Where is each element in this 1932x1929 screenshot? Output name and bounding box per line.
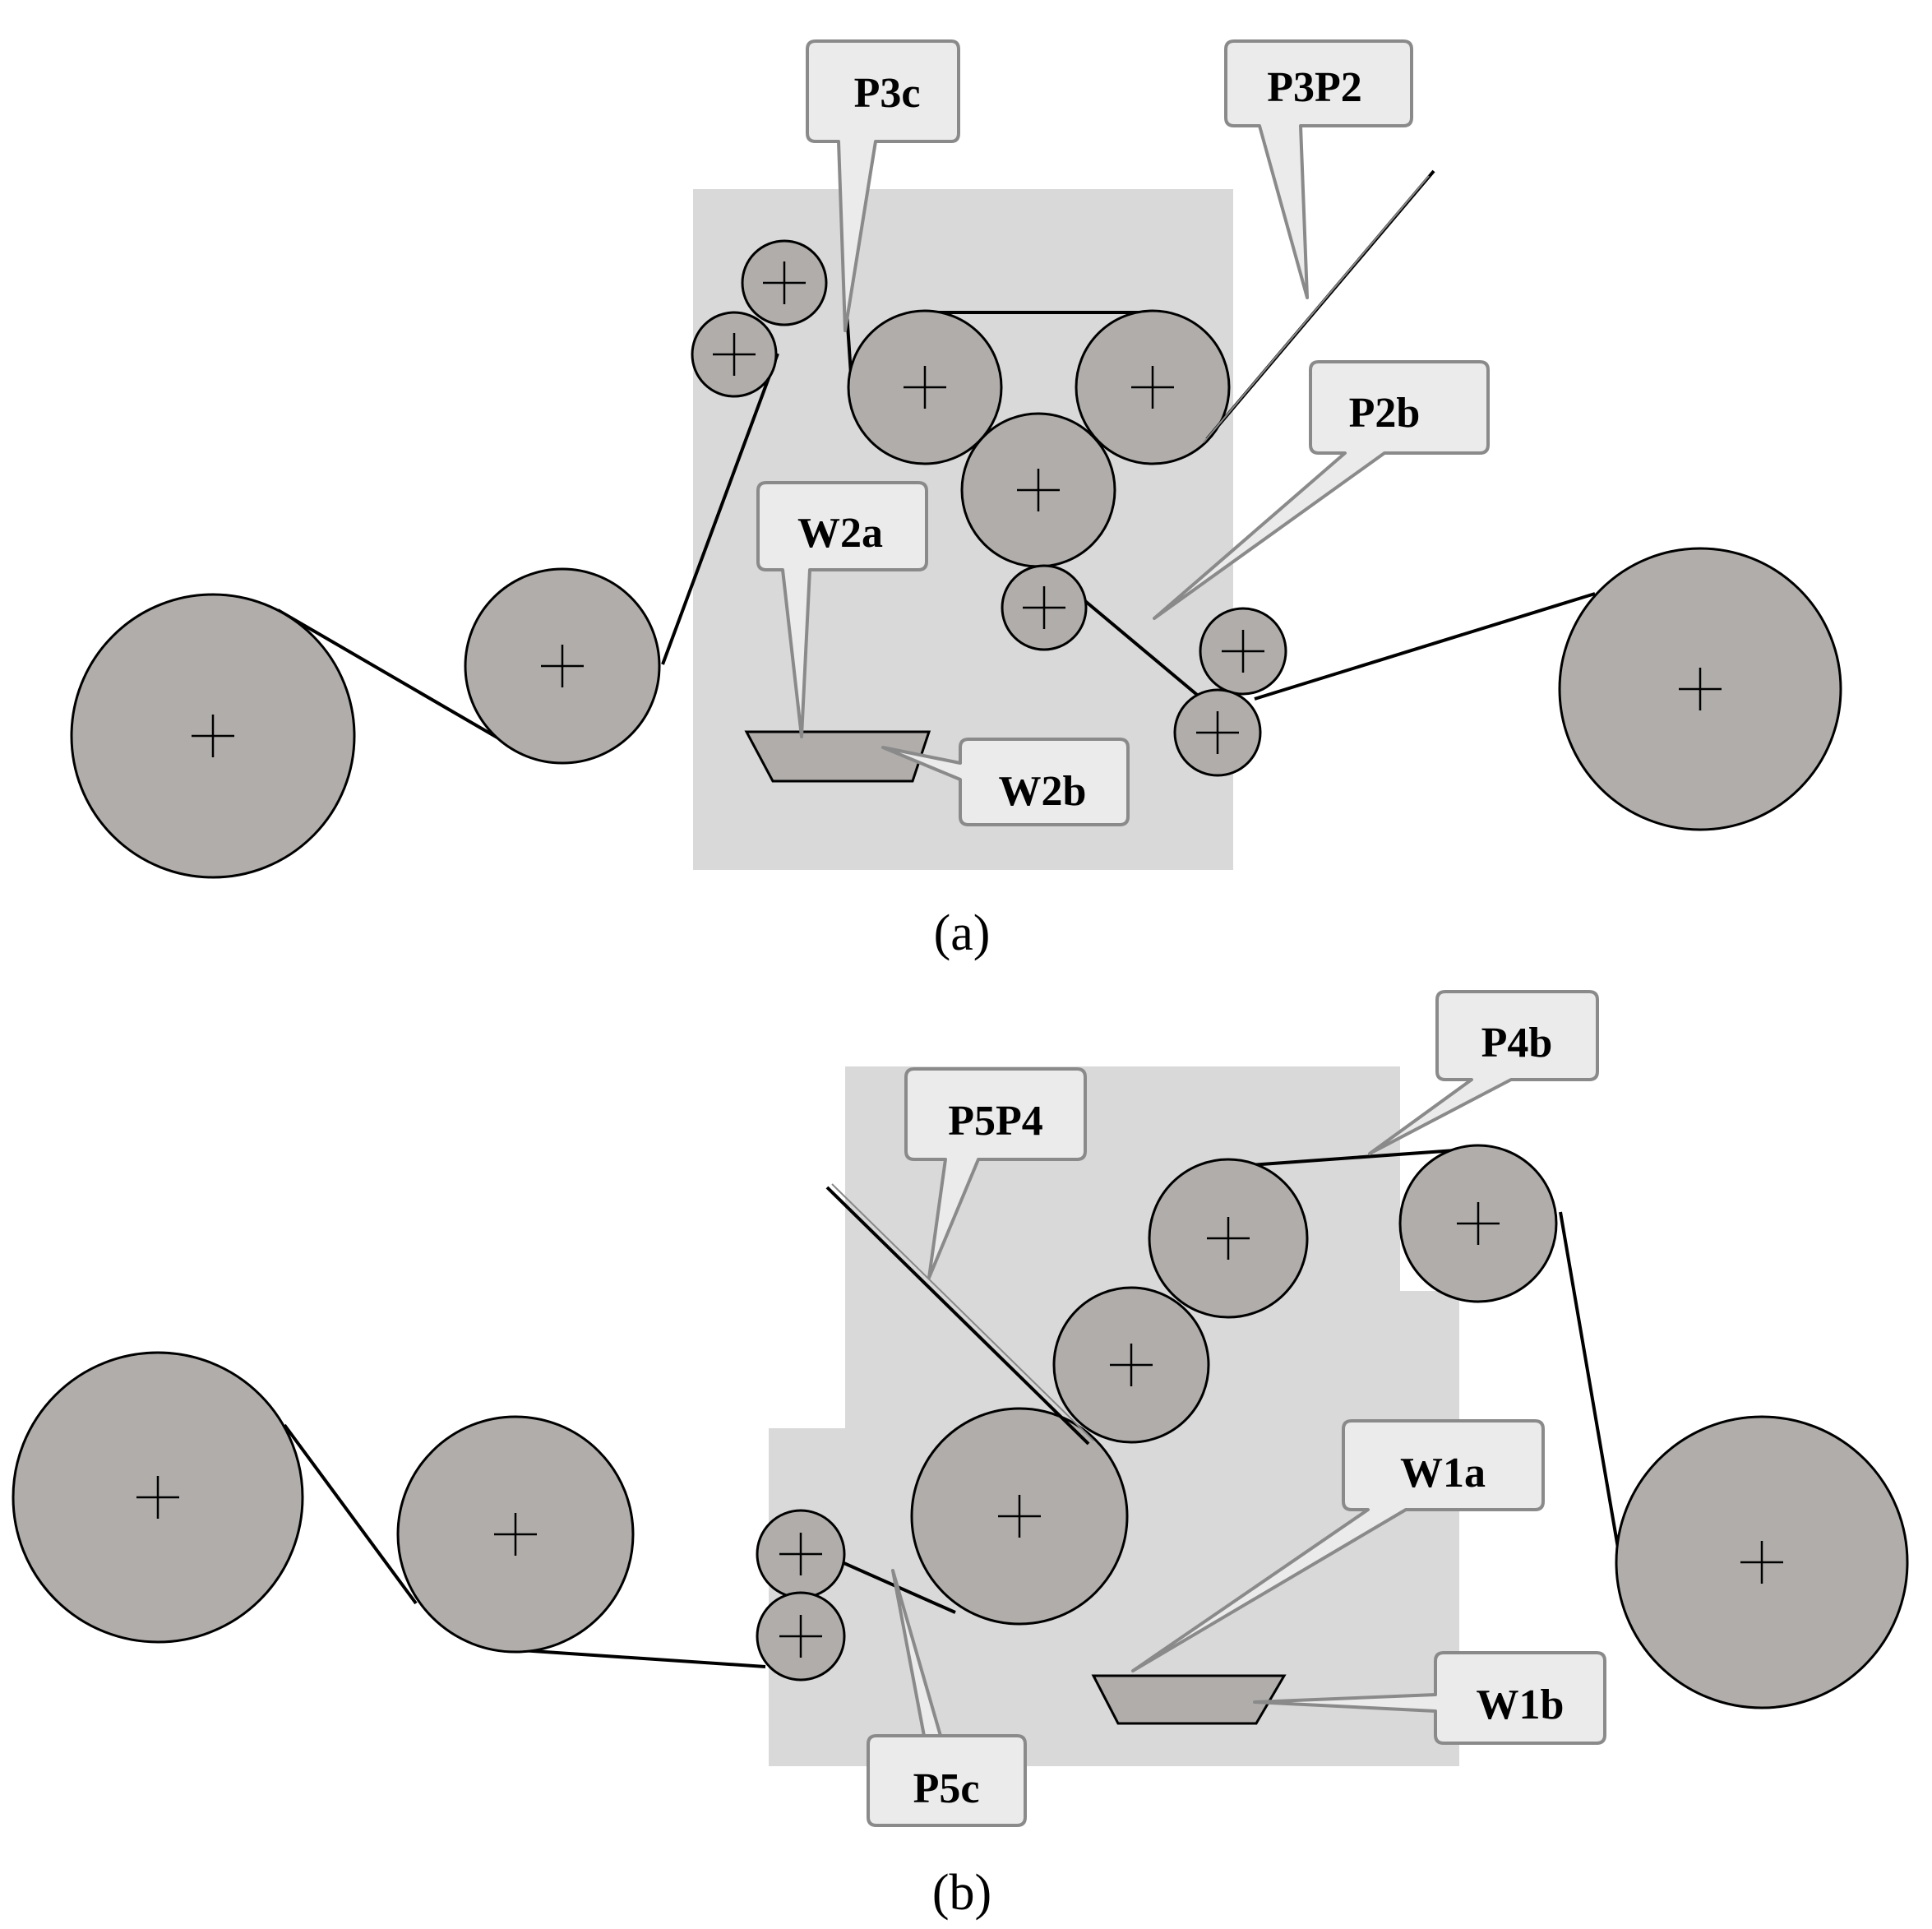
roller xyxy=(960,412,1116,568)
roller-center-cross-icon xyxy=(1023,586,1065,629)
callout-label-p2b: P2b xyxy=(1349,390,1421,437)
roller-center-cross-icon xyxy=(1679,668,1722,710)
roller xyxy=(691,311,778,398)
panel-a-tray xyxy=(744,730,931,783)
panel-a-blade xyxy=(1203,169,1435,443)
panel-b-caption: (b) xyxy=(932,1865,991,1921)
roller xyxy=(1052,1286,1210,1444)
panel-b-blade xyxy=(825,1183,1094,1446)
roller-center-cross-icon xyxy=(1457,1202,1500,1245)
roller xyxy=(1615,1415,1909,1709)
roller xyxy=(1148,1158,1309,1319)
roller-center-cross-icon xyxy=(1740,1541,1783,1584)
roller-center-cross-icon xyxy=(1222,630,1264,673)
callout-p3c: P3c xyxy=(806,39,960,332)
callout-w2a: W2a xyxy=(756,481,928,738)
roller xyxy=(756,1509,846,1599)
roller-center-cross-icon xyxy=(136,1476,179,1519)
roller xyxy=(464,567,661,765)
roller xyxy=(847,309,1003,465)
callout-w1b: W1b xyxy=(1253,1651,1606,1745)
roller xyxy=(1001,564,1088,651)
panel-a: P3c P3P2 P2b W2a W2b (a) xyxy=(70,39,1842,961)
callout-label-p5c: P5c xyxy=(913,1765,980,1812)
callout-label-p4b: P4b xyxy=(1481,1020,1553,1066)
callout-label-p3c: P3c xyxy=(854,70,921,117)
roller xyxy=(741,239,828,326)
roller-center-cross-icon xyxy=(1110,1344,1153,1386)
roller-center-cross-icon xyxy=(779,1533,822,1575)
callout-p2b: P2b xyxy=(1153,360,1490,620)
callout-label-p5p4: P5P4 xyxy=(948,1098,1043,1145)
roller-center-cross-icon xyxy=(1207,1217,1250,1260)
roller-center-cross-icon xyxy=(1017,469,1060,511)
roller xyxy=(70,593,356,879)
roller-center-cross-icon xyxy=(779,1615,822,1658)
callout-w1a: W1a xyxy=(1131,1419,1545,1672)
callout-label-w1b: W1b xyxy=(1477,1682,1565,1728)
panel-a-rollers xyxy=(70,239,1842,879)
panel-b-rollers xyxy=(12,1144,1909,1709)
roller-center-cross-icon xyxy=(904,366,946,409)
roller xyxy=(1199,607,1287,696)
roller xyxy=(910,1407,1129,1626)
panel-b-tray xyxy=(1091,1674,1287,1725)
callout-label-w1a: W1a xyxy=(1400,1450,1486,1496)
callout-p4b: P4b xyxy=(1368,990,1599,1155)
roller-center-cross-icon xyxy=(192,715,234,757)
callout-label-w2a: W2a xyxy=(797,510,883,557)
roller xyxy=(1075,309,1231,465)
roller-center-cross-icon xyxy=(1196,711,1239,754)
callout-p3p2: P3P2 xyxy=(1224,39,1413,299)
roller xyxy=(1398,1144,1558,1303)
roller xyxy=(396,1415,635,1654)
roller-center-cross-icon xyxy=(541,645,584,687)
roller xyxy=(1558,547,1842,831)
roller-center-cross-icon xyxy=(1131,366,1174,409)
callout-label-w2b: W2b xyxy=(999,768,1087,815)
roller xyxy=(1173,688,1262,777)
panel-a-web-path xyxy=(276,311,1596,742)
roller-center-cross-icon xyxy=(763,261,806,304)
callout-p5p4: P5P4 xyxy=(904,1067,1087,1279)
panel-b: P5P4 P4b W1a W1b P5c (b) xyxy=(12,990,1909,1921)
callout-p5c: P5c xyxy=(867,1569,1027,1827)
callout-w2b: W2b xyxy=(881,738,1130,826)
roller xyxy=(756,1591,846,1682)
roller-center-cross-icon xyxy=(494,1513,537,1556)
roller-center-cross-icon xyxy=(713,333,756,376)
roller xyxy=(12,1351,304,1644)
roller-center-cross-icon xyxy=(998,1495,1041,1538)
panel-a-caption: (a) xyxy=(934,905,991,961)
callout-label-p3p2: P3P2 xyxy=(1267,64,1362,111)
